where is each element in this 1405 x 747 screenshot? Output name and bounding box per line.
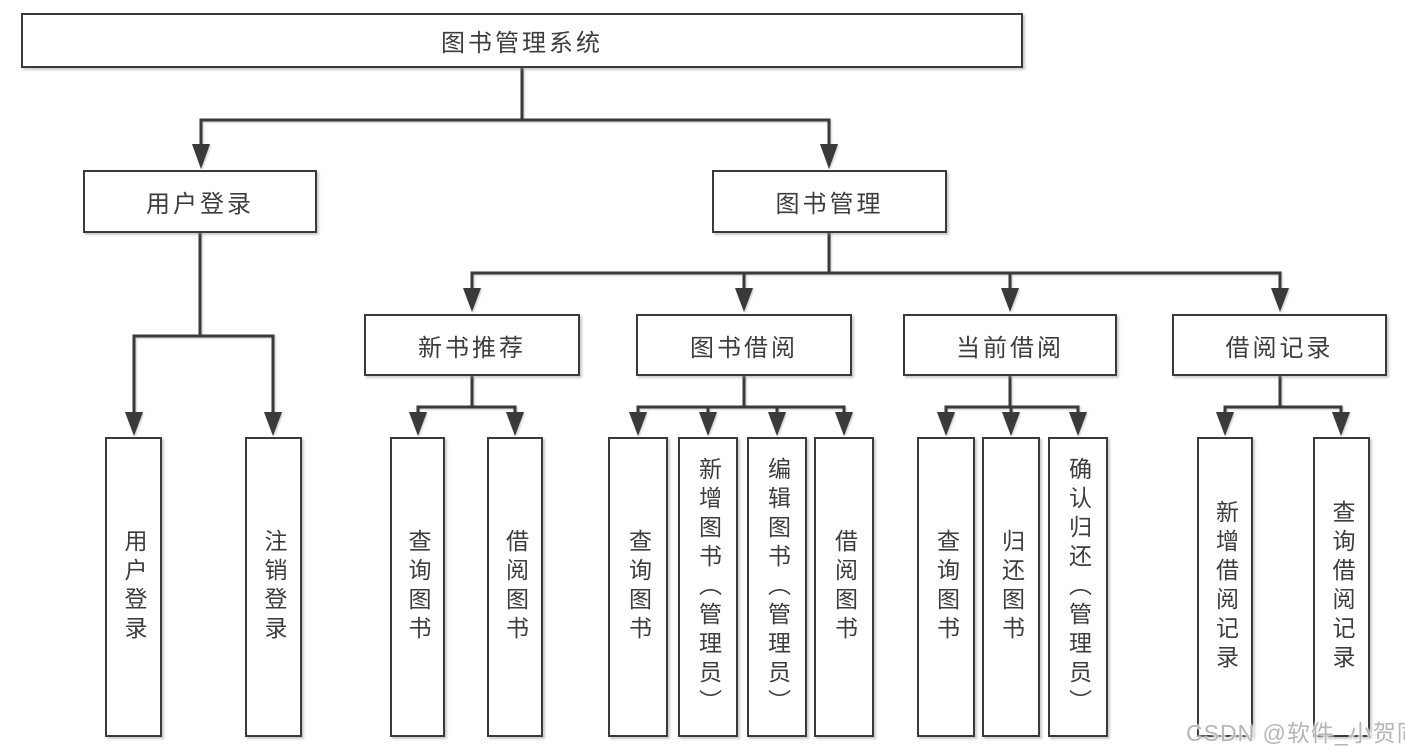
leaf-add-books-admin: 新增图书（管理员） xyxy=(678,437,738,737)
leaf-query-borrow-record-label: 查询借阅记录 xyxy=(1329,500,1355,674)
leaf-user-login-label: 用户登录 xyxy=(121,529,147,645)
node-user-login: 用户登录 xyxy=(83,170,317,233)
node-root-system: 图书管理系统 xyxy=(21,13,1023,68)
leaf-query-books-current-label: 查询图书 xyxy=(933,529,960,645)
leaf-edit-books-admin-label: 编辑图书（管理员） xyxy=(764,456,791,718)
leaf-query-books-borrow-label: 查询图书 xyxy=(625,529,652,645)
node-book-borrow-label: 图书借阅 xyxy=(690,334,798,362)
leaf-query-books-borrow: 查询图书 xyxy=(608,437,668,737)
leaf-edit-books-admin: 编辑图书（管理员） xyxy=(747,437,807,737)
leaf-logout-label: 注销登录 xyxy=(261,529,287,645)
leaf-add-borrow-record: 新增借阅记录 xyxy=(1197,437,1253,737)
node-book-management: 图书管理 xyxy=(712,170,947,233)
connector-arrowheads xyxy=(125,144,1350,436)
node-root-label: 图书管理系统 xyxy=(441,30,603,57)
connector-strokes xyxy=(132,68,1343,414)
leaf-confirm-return-admin: 确认归还（管理员） xyxy=(1048,437,1108,737)
node-new-book-recommend: 新书推荐 xyxy=(364,314,580,376)
leaf-add-books-admin-label: 新增图书（管理员） xyxy=(695,456,722,718)
leaf-query-borrow-record: 查询借阅记录 xyxy=(1313,437,1370,737)
node-current-borrow-label: 当前借阅 xyxy=(956,334,1064,362)
csdn-watermark: CSDN @软件_小贺同学 xyxy=(1186,720,1405,746)
leaf-return-books: 归还图书 xyxy=(982,437,1040,737)
leaf-borrow-books: 借阅图书 xyxy=(814,437,874,737)
leaf-borrow-books-recommend-label: 借阅图书 xyxy=(502,529,529,645)
node-borrow-records-label: 借阅记录 xyxy=(1225,334,1334,362)
leaf-query-books-recommend: 查询图书 xyxy=(390,437,445,737)
leaf-borrow-books-recommend: 借阅图书 xyxy=(487,437,543,737)
node-new-book-recommend-label: 新书推荐 xyxy=(418,334,526,362)
leaf-query-books-recommend-label: 查询图书 xyxy=(405,529,431,645)
leaf-user-login: 用户登录 xyxy=(105,437,162,737)
node-book-borrow: 图书借阅 xyxy=(636,314,852,376)
node-borrow-records: 借阅记录 xyxy=(1172,314,1387,376)
leaf-query-books-current: 查询图书 xyxy=(917,437,975,737)
leaf-confirm-return-admin-label: 确认归还（管理员） xyxy=(1065,456,1092,718)
leaf-add-borrow-record-label: 新增借阅记录 xyxy=(1212,500,1239,674)
node-book-management-label: 图书管理 xyxy=(775,191,884,218)
node-user-login-label: 用户登录 xyxy=(146,191,254,218)
leaf-return-books-label: 归还图书 xyxy=(998,529,1025,645)
leaf-logout: 注销登录 xyxy=(245,437,302,737)
node-current-borrow: 当前借阅 xyxy=(903,314,1117,376)
leaf-borrow-books-label: 借阅图书 xyxy=(831,529,858,645)
